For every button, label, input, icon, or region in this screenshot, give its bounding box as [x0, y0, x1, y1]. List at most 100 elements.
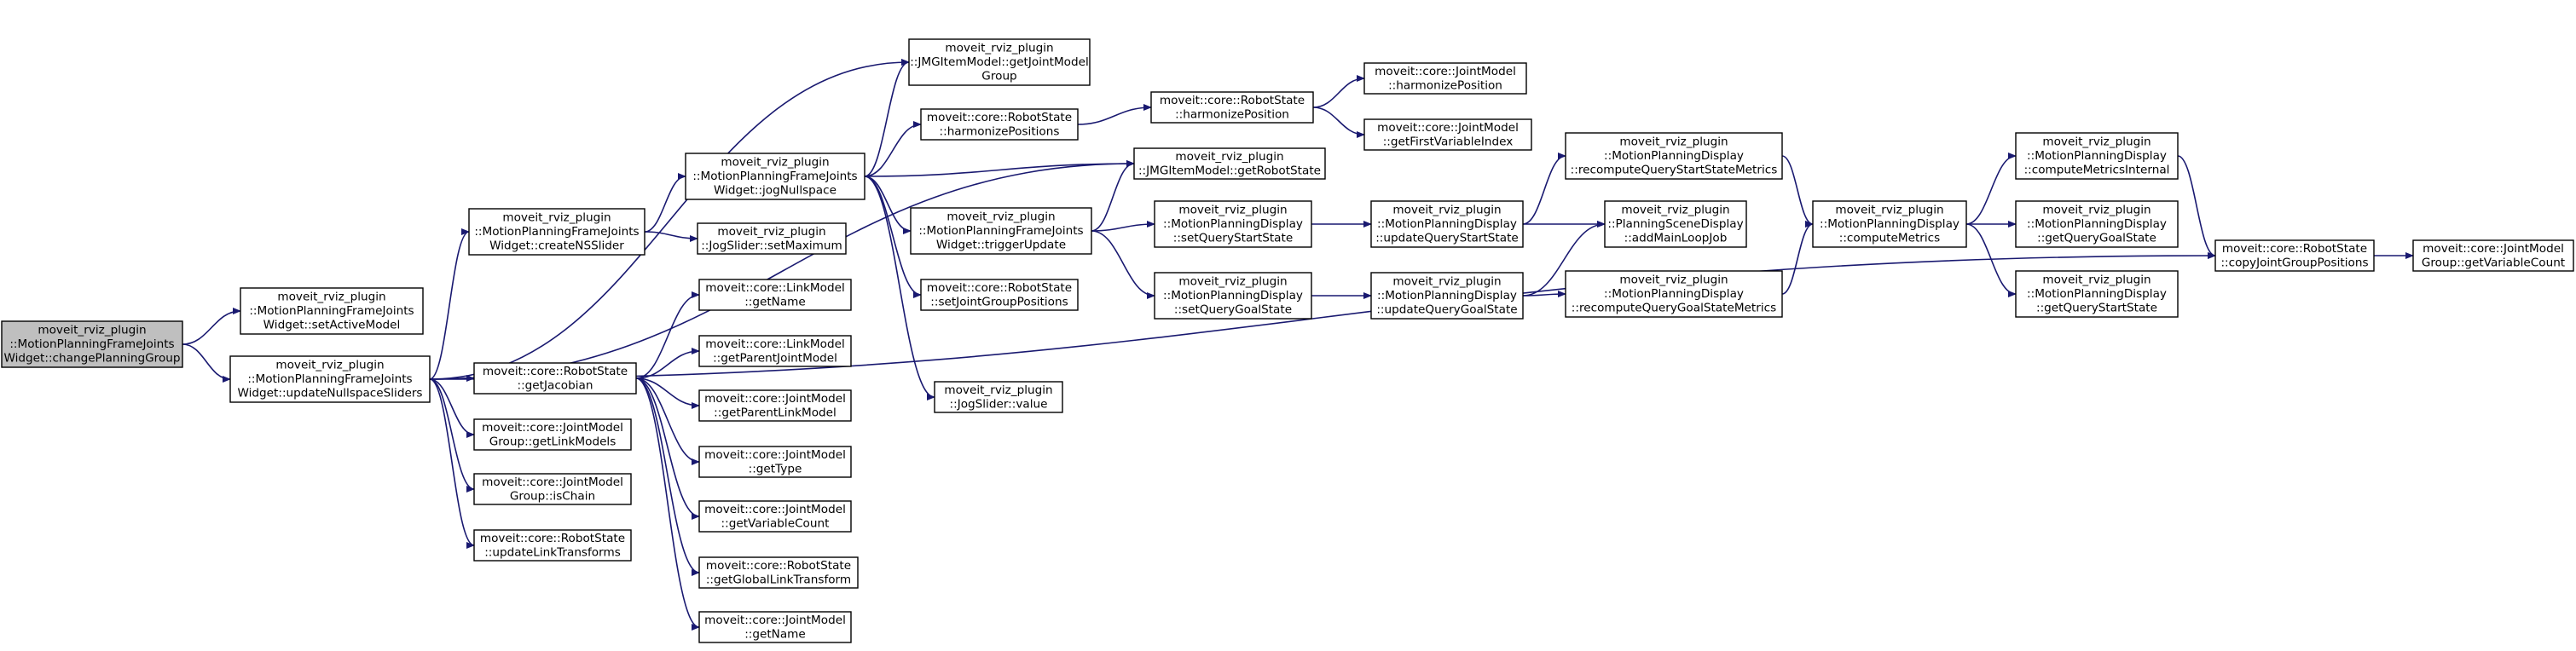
edge-n2-to-n3: [429, 228, 470, 380]
node-moveit-rviz-plugin-jmgitemmodel-getrobotstate[interactable]: moveit_rviz_plugin::JMGItemModel::getRob…: [1133, 147, 1326, 180]
node-moveit-rviz-plugin-motionplanningframejointswidget-changeplanninggroup[interactable]: moveit_rviz_plugin::MotionPlanningFrameJ…: [1, 320, 183, 368]
node-label-line: Group::getVariableCount: [2422, 256, 2565, 269]
node-box: [2214, 239, 2375, 272]
node-box: [685, 153, 865, 200]
edge-n2-to-n7: [429, 378, 475, 549]
node-moveit-core-jointmodelgroup-getlinkmodels[interactable]: moveit::core::JointModelGroup::getLinkMo…: [473, 418, 632, 451]
node-box: [473, 473, 632, 505]
node-moveit-rviz-plugin-jogslider-value[interactable]: moveit_rviz_plugin::JogSlider::value: [934, 381, 1063, 413]
node-label-line: ::computeMetrics: [1839, 232, 1940, 245]
node-label-line: ::MotionPlanningDisplay: [2027, 217, 2167, 231]
node-label-line: moveit_rviz_plugin: [38, 324, 146, 337]
node-box: [698, 389, 852, 422]
node-box: [920, 279, 1079, 311]
node-label-line: ::MotionPlanningFrameJoints: [692, 170, 857, 183]
node-label-line: ::recomputeQueryStartStateMetrics: [1571, 164, 1778, 177]
node-moveit-core-jointmodel-harmonizeposition[interactable]: moveit::core::JointModel::harmonizePosit…: [1363, 62, 1527, 95]
node-moveit-rviz-plugin-motionplanningdisplay-setquerygoalstate[interactable]: moveit_rviz_plugin::MotionPlanningDispla…: [1154, 272, 1312, 320]
node-label-line: moveit_rviz_plugin: [1178, 275, 1287, 289]
node-moveit-core-robotstate-getgloballinktransform[interactable]: moveit::core::RobotState::getGlobalLinkT…: [698, 556, 859, 589]
node-moveit-core-robotstate-harmonizeposition[interactable]: moveit::core::RobotState::harmonizePosit…: [1150, 91, 1314, 124]
node-moveit-core-robotstate-setjointgrouppositions[interactable]: moveit::core::RobotState::setJointGroupP…: [920, 279, 1079, 311]
edge-n2-to-n37: [429, 252, 2216, 380]
node-moveit-rviz-plugin-planningscenedisplay-addmainloopjob[interactable]: moveit_rviz_plugin::PlanningSceneDisplay…: [1604, 200, 1747, 248]
node-moveit-rviz-plugin-motionplanningframejointswidget-creatensslider[interactable]: moveit_rviz_plugin::MotionPlanningFrameJ…: [468, 208, 645, 256]
node-box: [2015, 270, 2179, 318]
edge-n8-to-n18: [864, 59, 910, 177]
node-moveit-core-jointmodel-getvariablecount[interactable]: moveit::core::JointModel::getVariableCou…: [698, 500, 852, 533]
node-moveit-rviz-plugin-motionplanningdisplay-recomputequerygoalstatemetrics[interactable]: moveit_rviz_plugin::MotionPlanningDispla…: [1565, 270, 1783, 318]
node-box: [473, 529, 632, 562]
node-label-line: ::getJacobian: [518, 378, 593, 392]
node-label-line: ::getVariableCount: [721, 516, 830, 530]
node-label-line: ::getName: [744, 627, 806, 641]
node-label-line: moveit::core::RobotState: [480, 532, 625, 545]
node-moveit-rviz-plugin-motionplanningdisplay-updatequerystartstate[interactable]: moveit_rviz_plugin::MotionPlanningDispla…: [1370, 200, 1524, 248]
node-moveit-rviz-plugin-motionplanningdisplay-updatequerygoalstate[interactable]: moveit_rviz_plugin::MotionPlanningDispla…: [1370, 272, 1524, 320]
node-box: [698, 556, 859, 589]
node-label-line: moveit_rviz_plugin: [502, 211, 611, 225]
node-moveit-core-jointmodel-getfirstvariableindex[interactable]: moveit::core::JointModel::getFirstVariab…: [1363, 118, 1532, 151]
edge-n20-to-n23: [1091, 160, 1135, 232]
node-label-line: moveit::core::JointModel: [704, 614, 846, 627]
node-moveit-core-robotstate-copyjointgrouppositions[interactable]: moveit::core::RobotState::copyJointGroup…: [2214, 239, 2375, 272]
node-box: [240, 287, 424, 335]
edge-n30-to-n33: [1781, 155, 1814, 228]
node-box: [698, 500, 852, 533]
node-moveit-core-jointmodel-gettype[interactable]: moveit::core::JointModel::getType: [698, 446, 852, 478]
node-label-line: moveit::core::RobotState: [927, 111, 1072, 124]
node-moveit-rviz-plugin-motionplanningframejointswidget-setactivemodel[interactable]: moveit_rviz_plugin::MotionPlanningFrameJ…: [240, 287, 424, 335]
node-label-line: ::MotionPlanningFrameJoints: [474, 225, 639, 239]
node-moveit-core-jointmodel-getname[interactable]: moveit::core::JointModel::getName: [698, 611, 852, 643]
node-moveit-rviz-plugin-motionplanningdisplay-setquerystartstate[interactable]: moveit_rviz_plugin::MotionPlanningDispla…: [1154, 200, 1312, 248]
node-label-line: moveit_rviz_plugin: [277, 291, 385, 304]
node-box: [473, 362, 637, 395]
node-label-line: ::recomputeQueryGoalStateMetrics: [1572, 302, 1776, 315]
node-label-line: Widget::jogNullspace: [714, 184, 836, 198]
node-moveit-rviz-plugin-jogslider-setmaximum[interactable]: moveit_rviz_plugin::JogSlider::setMaximu…: [697, 222, 847, 255]
node-label-line: moveit::core::JointModel: [704, 392, 846, 406]
node-moveit-core-jointmodel-getparentlinkmodel[interactable]: moveit::core::JointModel::getParentLinkM…: [698, 389, 852, 422]
node-box: [468, 208, 645, 256]
node-box: [2015, 200, 2179, 248]
node-label-line: ::setJointGroupPositions: [930, 295, 1068, 308]
node-label-line: moveit_rviz_plugin: [1619, 274, 1728, 287]
node-moveit-core-jointmodelgroup-getvariablecount[interactable]: moveit::core::JointModelGroup::getVariab…: [2412, 239, 2574, 272]
node-label-line: moveit_rviz_plugin: [717, 225, 825, 239]
node-label-line: ::getQueryGoalState: [2037, 232, 2156, 245]
node-moveit-rviz-plugin-jmgitemmodel-getjointmodelgroup[interactable]: moveit_rviz_plugin::JMGItemModel::getJoi…: [908, 38, 1091, 86]
node-label-line: ::JMGItemModel::getRobotState: [1138, 164, 1321, 177]
node-label-line: moveit::core::RobotState: [706, 559, 851, 573]
node-moveit-core-linkmodel-getparentjointmodel[interactable]: moveit::core::LinkModel::getParentJointM…: [698, 335, 852, 367]
node-label-line: ::MotionPlanningFrameJoints: [247, 372, 412, 386]
node-label-line: ::harmonizePosition: [1175, 107, 1289, 121]
node-moveit-rviz-plugin-motionplanningframejointswidget-triggerupdate[interactable]: moveit_rviz_plugin::MotionPlanningFrameJ…: [910, 207, 1092, 255]
node-moveit-rviz-plugin-motionplanningframejointswidget-updatenullspacesliders[interactable]: moveit_rviz_plugin::MotionPlanningFrameJ…: [229, 355, 431, 403]
node-moveit-rviz-plugin-motionplanningframejointswidget-jognullspace[interactable]: moveit_rviz_plugin::MotionPlanningFrameJ…: [685, 153, 865, 200]
node-moveit-core-robotstate-updatelinktransforms[interactable]: moveit::core::RobotState::updateLinkTran…: [473, 529, 632, 562]
node-label-line: ::getName: [744, 295, 806, 308]
node-label-line: moveit::core::JointModel: [1375, 65, 1516, 78]
node-moveit-core-robotstate-harmonizepositions[interactable]: moveit::core::RobotState::harmonizePosit…: [920, 108, 1079, 141]
node-label-line: moveit_rviz_plugin: [275, 359, 384, 372]
node-box: [1154, 272, 1312, 320]
node-label-line: moveit::core::JointModel: [482, 475, 623, 489]
node-moveit-rviz-plugin-motionplanningdisplay-recomputequerystartstatemetrics[interactable]: moveit_rviz_plugin::MotionPlanningDispla…: [1565, 132, 1783, 180]
node-moveit-core-linkmodel-getname[interactable]: moveit::core::LinkModel::getName: [698, 279, 852, 311]
node-moveit-rviz-plugin-motionplanningdisplay-computemetricsinternal[interactable]: moveit_rviz_plugin::MotionPlanningDispla…: [2015, 132, 2179, 180]
node-moveit-rviz-plugin-motionplanningdisplay-getquerygoalstate[interactable]: moveit_rviz_plugin::MotionPlanningDispla…: [2015, 200, 2179, 248]
node-label-line: moveit::core::JointModel: [704, 503, 846, 516]
node-label-line: moveit::core::RobotState: [927, 281, 1072, 295]
node-label-line: moveit::core::RobotState: [1160, 94, 1305, 107]
node-moveit-rviz-plugin-motionplanningdisplay-getquerystartstate[interactable]: moveit_rviz_plugin::MotionPlanningDispla…: [2015, 270, 2179, 318]
node-label-line: ::updateLinkTransforms: [484, 545, 621, 559]
node-label-line: ::MotionPlanningDisplay: [1604, 287, 1744, 301]
node-moveit-core-robotstate-getjacobian[interactable]: moveit::core::RobotState::getJacobian: [473, 362, 637, 395]
edge-n2-to-n6: [429, 378, 475, 493]
node-label-line: Group: [981, 70, 1016, 84]
node-label-line: ::JogSlider::setMaximum: [701, 239, 842, 252]
node-moveit-rviz-plugin-motionplanningdisplay-computemetrics[interactable]: moveit_rviz_plugin::MotionPlanningDispla…: [1812, 200, 1967, 248]
node-box: [908, 38, 1091, 86]
edge-n3-to-n8: [644, 173, 686, 233]
